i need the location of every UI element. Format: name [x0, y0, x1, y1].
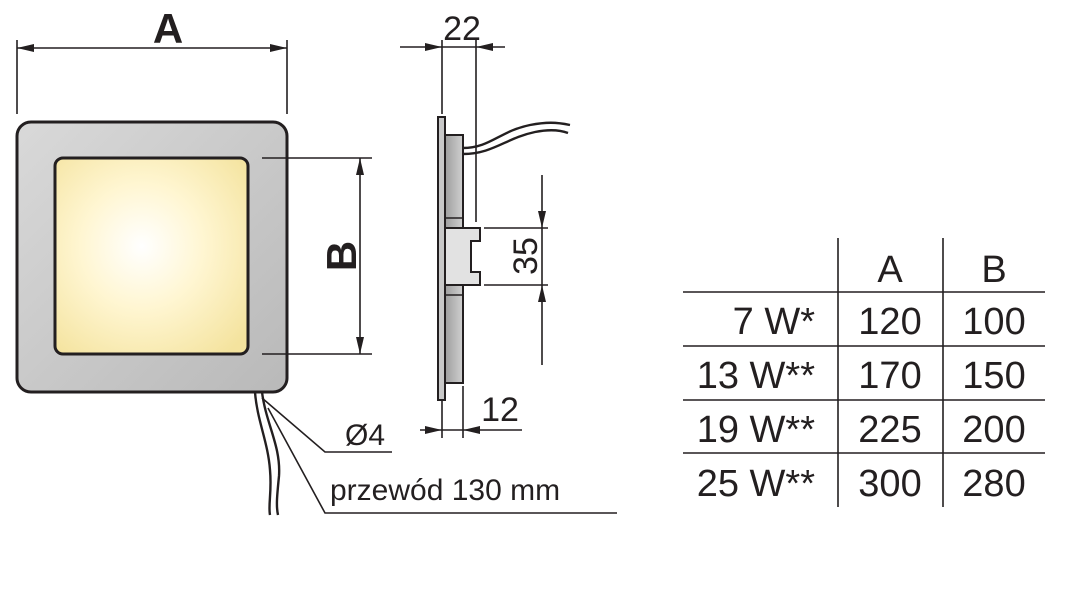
side-view [437, 116, 571, 401]
cable-length-callout: przewód 130 mm [267, 407, 617, 514]
side-cable-second-wire [462, 129, 569, 156]
table-cell-power: 19 W** [697, 409, 815, 451]
dimension-b-label: B [318, 241, 365, 271]
table-row: 25 W** 300 280 [697, 463, 1026, 505]
table-header-a: A [877, 249, 903, 291]
dimension-table: A B 7 W* 120 100 13 W** 170 150 19 W** 2… [683, 238, 1045, 507]
cable-diameter-label: Ø4 [345, 419, 385, 452]
dimension-clip: 35 [484, 175, 548, 365]
table-cell-b: 150 [962, 355, 1025, 397]
dimension-clip-label: 35 [507, 237, 545, 275]
table-cell-a: 300 [858, 463, 921, 505]
table-cell-a: 225 [858, 409, 921, 451]
table-row: 19 W** 225 200 [697, 409, 1026, 451]
table-cell-power: 7 W* [733, 301, 816, 343]
table-row: 7 W* 120 100 [733, 301, 1026, 343]
table-cell-power: 13 W** [697, 355, 815, 397]
table-cell-b: 200 [962, 409, 1025, 451]
table-cell-a: 170 [858, 355, 921, 397]
table-cell-power: 25 W** [697, 463, 815, 505]
front-view [15, 120, 289, 516]
side-mounting-clip [444, 227, 481, 286]
panel-light-area [53, 156, 250, 356]
dimension-b: B [262, 157, 372, 355]
dimension-plate-label: 12 [481, 391, 519, 429]
side-front-plate [437, 116, 446, 401]
table-cell-b: 280 [962, 463, 1025, 505]
cable-diameter-callout: Ø4 [261, 397, 392, 453]
panel-cable [253, 391, 272, 516]
table-cell-b: 100 [962, 301, 1025, 343]
table-row: 13 W** 170 150 [697, 355, 1026, 397]
dimension-depth: 22 [400, 10, 505, 222]
side-cable [462, 121, 571, 150]
table-cell-a: 120 [858, 301, 921, 343]
dimension-a: A [16, 5, 288, 114]
dimension-a-label: A [153, 5, 183, 52]
panel-cable-second-wire [260, 391, 281, 516]
cable-length-label: przewód 130 mm [330, 474, 560, 507]
dimension-depth-label: 22 [443, 10, 481, 48]
table-header-b: B [981, 249, 1006, 291]
dimension-plate: 12 [420, 386, 522, 438]
